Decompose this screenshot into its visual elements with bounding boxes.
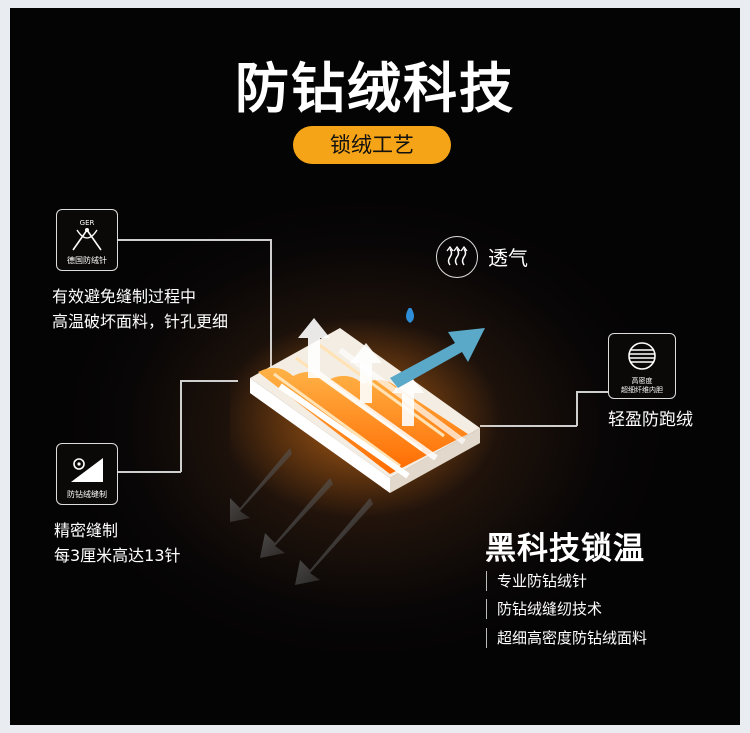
- stitch-line-2: 每3厘米高达13针: [54, 546, 181, 565]
- breathable-icon: [446, 245, 468, 266]
- breathable-badge: [436, 236, 478, 278]
- connector-line-right-v: [576, 391, 578, 426]
- connector-line-bottom-h: [180, 380, 238, 382]
- stitch-badge-caption: 防钻绒缝制: [67, 490, 107, 499]
- water-drop-icon: [406, 308, 414, 323]
- needle-badge: GER 德国防绒针: [56, 209, 118, 271]
- feature-item-3: 超细高密度防钻绒面料: [486, 628, 647, 648]
- feature-item-2: 防钻绒缝纫技术: [486, 599, 602, 619]
- connector-line-bottom-v: [180, 380, 182, 472]
- promo-banner: 防钻绒科技 锁绒工艺 GER 德国防绒针 有效避免缝制过程中 高温破坏面料，针孔…: [10, 8, 740, 725]
- stitch-description: 精密缝制 每3厘米高达13针: [54, 518, 181, 568]
- black-tech-title: 黑科技锁温: [485, 531, 645, 567]
- connector-line-right-h2: [480, 425, 577, 427]
- fabric-badge-caption: 高密度 超细纤维内胆: [609, 377, 675, 395]
- needle-line-1: 有效避免缝制过程中: [52, 287, 197, 306]
- down-panel-illustration: [230, 308, 500, 585]
- fabric-label: 轻盈防跑绒: [608, 410, 693, 430]
- svg-text:GER: GER: [80, 219, 95, 227]
- fabric-caption-line-2: 超细纤维内胆: [621, 386, 663, 394]
- needle-icon: GER: [72, 219, 102, 251]
- fabric-density-icon: [628, 342, 656, 370]
- feature-item-1: 专业防钻绒针: [486, 571, 587, 591]
- needle-badge-caption: 德国防绒针: [67, 256, 107, 265]
- connector-line-bottom-h2: [118, 471, 181, 473]
- breathable-label: 透气: [488, 246, 528, 270]
- needle-description: 有效避免缝制过程中 高温破坏面料，针孔更细: [52, 284, 228, 334]
- subtitle-pill: 锁绒工艺: [293, 126, 451, 164]
- connector-line-top-h: [118, 239, 271, 241]
- connector-line-top-v: [270, 239, 272, 371]
- stitch-icon: [71, 458, 103, 482]
- fabric-caption-line-1: 高密度: [631, 377, 653, 385]
- breathable-arrow: [390, 328, 485, 388]
- fabric-badge: 高密度 超细纤维内胆: [608, 333, 676, 399]
- needle-line-2: 高温破坏面料，针孔更细: [52, 312, 229, 331]
- stitch-line-1: 精密缝制: [54, 521, 119, 540]
- cold-block-arrows: [230, 448, 373, 585]
- connector-line-right-h: [576, 391, 608, 393]
- stitch-badge: 防钻绒缝制: [56, 443, 118, 505]
- page-title: 防钻绒科技: [235, 57, 515, 120]
